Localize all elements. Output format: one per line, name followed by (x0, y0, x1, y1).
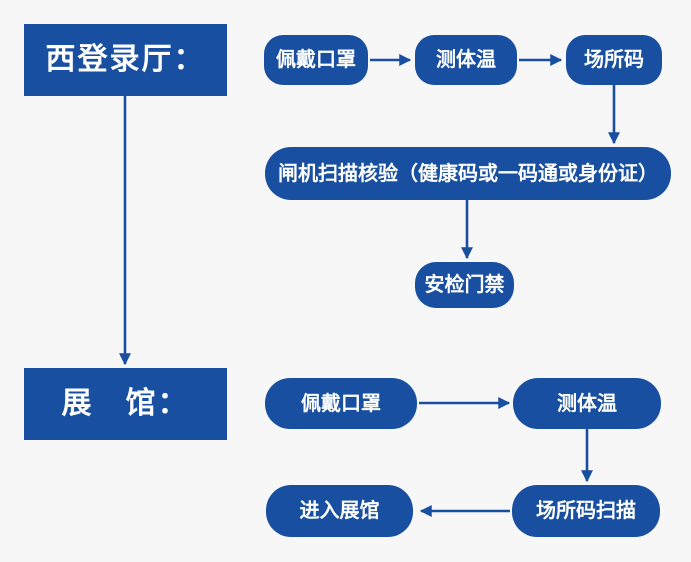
node-security-gate: 安检门禁 (415, 262, 514, 308)
node-wear-mask-west: 佩戴口罩 (264, 35, 368, 85)
node-gate-scan-verification: 闸机扫描核验（健康码或一码通或身份证） (265, 147, 671, 200)
node-enter-exhibition-hall: 进入展馆 (266, 485, 413, 537)
node-measure-temperature-hall: 测体温 (513, 378, 661, 429)
node-venue-code-scan: 场所码扫描 (512, 485, 660, 537)
node-west-login-hall: 西登录厅： (24, 24, 227, 96)
node-exhibition-hall: 展 馆： (24, 368, 227, 440)
node-wear-mask-hall: 佩戴口罩 (265, 378, 417, 429)
node-venue-code: 场所码 (566, 35, 662, 85)
node-measure-temperature-west: 测体温 (415, 35, 517, 85)
